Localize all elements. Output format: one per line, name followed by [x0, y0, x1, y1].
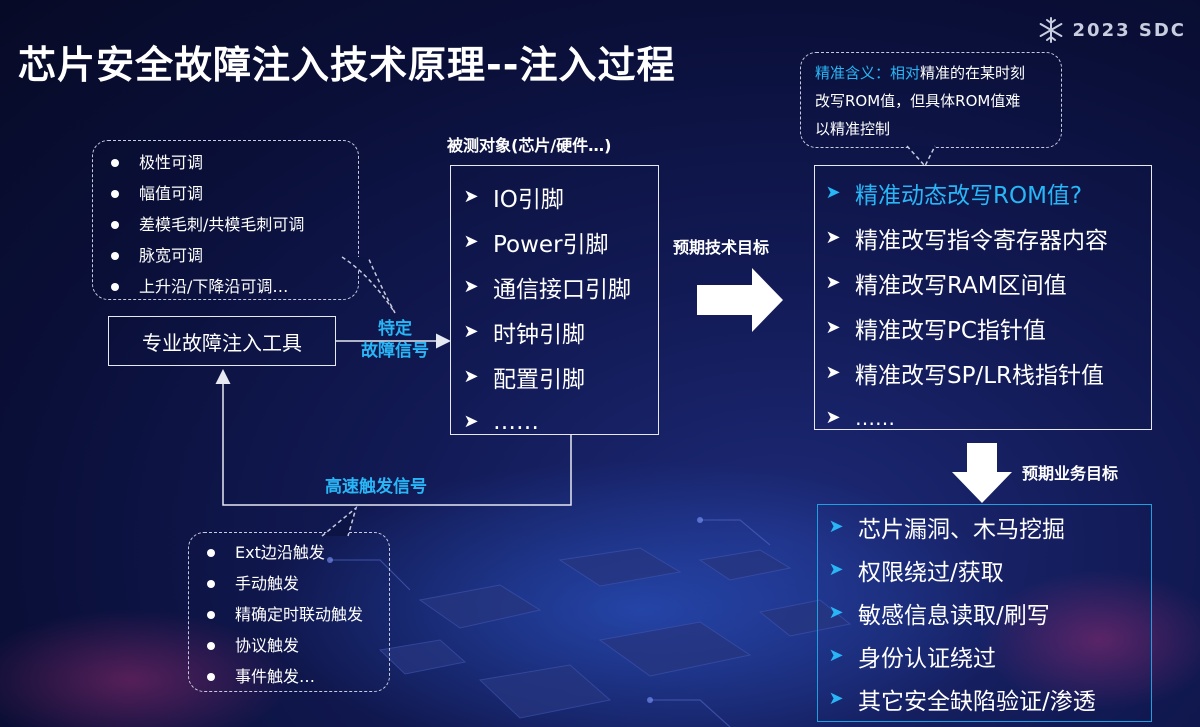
- trigger-type-item: 协议触发: [189, 630, 389, 661]
- fault-param-item: 上升沿/下降沿可调…: [93, 271, 358, 302]
- tech-goal-item: ➤精准改写RAM区间值: [825, 272, 1067, 299]
- fault-param-item: 差模毛刺/共模毛刺可调: [93, 209, 358, 240]
- tech-goal-label: 预期技术目标: [673, 238, 770, 257]
- business-goal-label: 预期业务目标: [1022, 464, 1119, 483]
- trigger-type-item: Ext边沿触发: [189, 537, 389, 568]
- target-item: ➤Power引脚: [463, 231, 609, 258]
- tech-goal-item: ➤……: [825, 405, 895, 430]
- fault-param-item: 幅值可调: [93, 178, 358, 209]
- precision-bubble-tail: [906, 145, 936, 168]
- fault-signal-label-line2: 故障信号: [361, 341, 429, 361]
- sdc-logo: 2023 SDC: [1037, 16, 1186, 44]
- tech-goal-arrow: [697, 268, 783, 332]
- tool-box-label: 专业故障注入工具: [142, 330, 302, 355]
- fault-signal-label: 特定 故障信号: [345, 318, 445, 362]
- trigger-type-item: 事件触发…: [189, 661, 389, 692]
- precision-note-line1: 精准的在某时刻: [920, 64, 1026, 82]
- tech-goal-item: ➤精准动态改写ROM值?: [825, 182, 1083, 209]
- target-item: ➤IO引脚: [463, 186, 564, 213]
- target-item: ➤时钟引脚: [463, 321, 585, 348]
- bubble-tail: [341, 256, 396, 314]
- tech-goal-item: ➤精准改写SP/LR栈指针值: [825, 362, 1105, 389]
- target-item: ➤……: [463, 408, 539, 435]
- tech-goal-item: ➤精准改写指令寄存器内容: [825, 227, 1108, 254]
- fault-param-item: 极性可调: [93, 147, 358, 178]
- trigger-types-bubble: Ext边沿触发 手动触发 精确定时联动触发 协议触发 事件触发…: [188, 532, 390, 692]
- precision-note-bubble: 精准含义：相对精准的在某时刻 改写ROM值，但具体ROM值难 以精准控制: [800, 52, 1062, 148]
- tech-goal-item: ➤精准改写PC指针值: [825, 317, 1046, 344]
- business-goal-item: ➤身份认证绕过: [828, 645, 996, 672]
- business-goal-item: ➤敏感信息读取/刷写: [828, 602, 1050, 629]
- fault-params-bubble: 极性可调 幅值可调 差模毛刺/共模毛刺可调 脉宽可调 上升沿/下降沿可调…: [92, 140, 359, 300]
- business-goal-item: ➤芯片漏洞、木马挖掘: [828, 516, 1065, 543]
- trigger-type-item: 手动触发: [189, 568, 389, 599]
- business-goal-item: ➤其它安全缺陷验证/渗透: [828, 688, 1096, 715]
- precision-note-line3: 以精准控制: [815, 120, 891, 138]
- target-box: ➤IO引脚 ➤Power引脚 ➤通信接口引脚 ➤时钟引脚 ➤配置引脚 ➤……: [450, 165, 659, 435]
- logo-text: 2023 SDC: [1072, 19, 1186, 41]
- trigger-bubble-tail: [321, 506, 358, 537]
- target-item: ➤通信接口引脚: [463, 276, 631, 303]
- snowflake-icon: [1039, 17, 1062, 43]
- precision-note-highlight: 精准含义：相对: [815, 64, 921, 82]
- business-goals-box: ➤芯片漏洞、木马挖掘 ➤权限绕过/获取 ➤敏感信息读取/刷写 ➤身份认证绕过 ➤…: [817, 504, 1152, 722]
- precision-note-line2: 改写ROM值，但具体ROM值难: [815, 92, 1021, 110]
- business-goal-arrow: [952, 443, 1012, 503]
- business-goal-item: ➤权限绕过/获取: [828, 559, 1004, 586]
- target-item: ➤配置引脚: [463, 366, 585, 393]
- fault-param-item: 脉宽可调: [93, 240, 358, 271]
- trigger-type-item: 精确定时联动触发: [189, 599, 389, 630]
- fault-signal-label-line1: 特定: [378, 319, 412, 339]
- target-header: 被测对象(芯片/硬件…): [447, 136, 612, 155]
- tech-goals-box: ➤精准动态改写ROM值? ➤精准改写指令寄存器内容 ➤精准改写RAM区间值 ➤精…: [814, 165, 1152, 430]
- page-title: 芯片安全故障注入技术原理--注入过程: [18, 43, 676, 87]
- trigger-signal-label: 高速触发信号: [325, 477, 427, 497]
- fault-injection-tool-box: 专业故障注入工具: [108, 316, 336, 366]
